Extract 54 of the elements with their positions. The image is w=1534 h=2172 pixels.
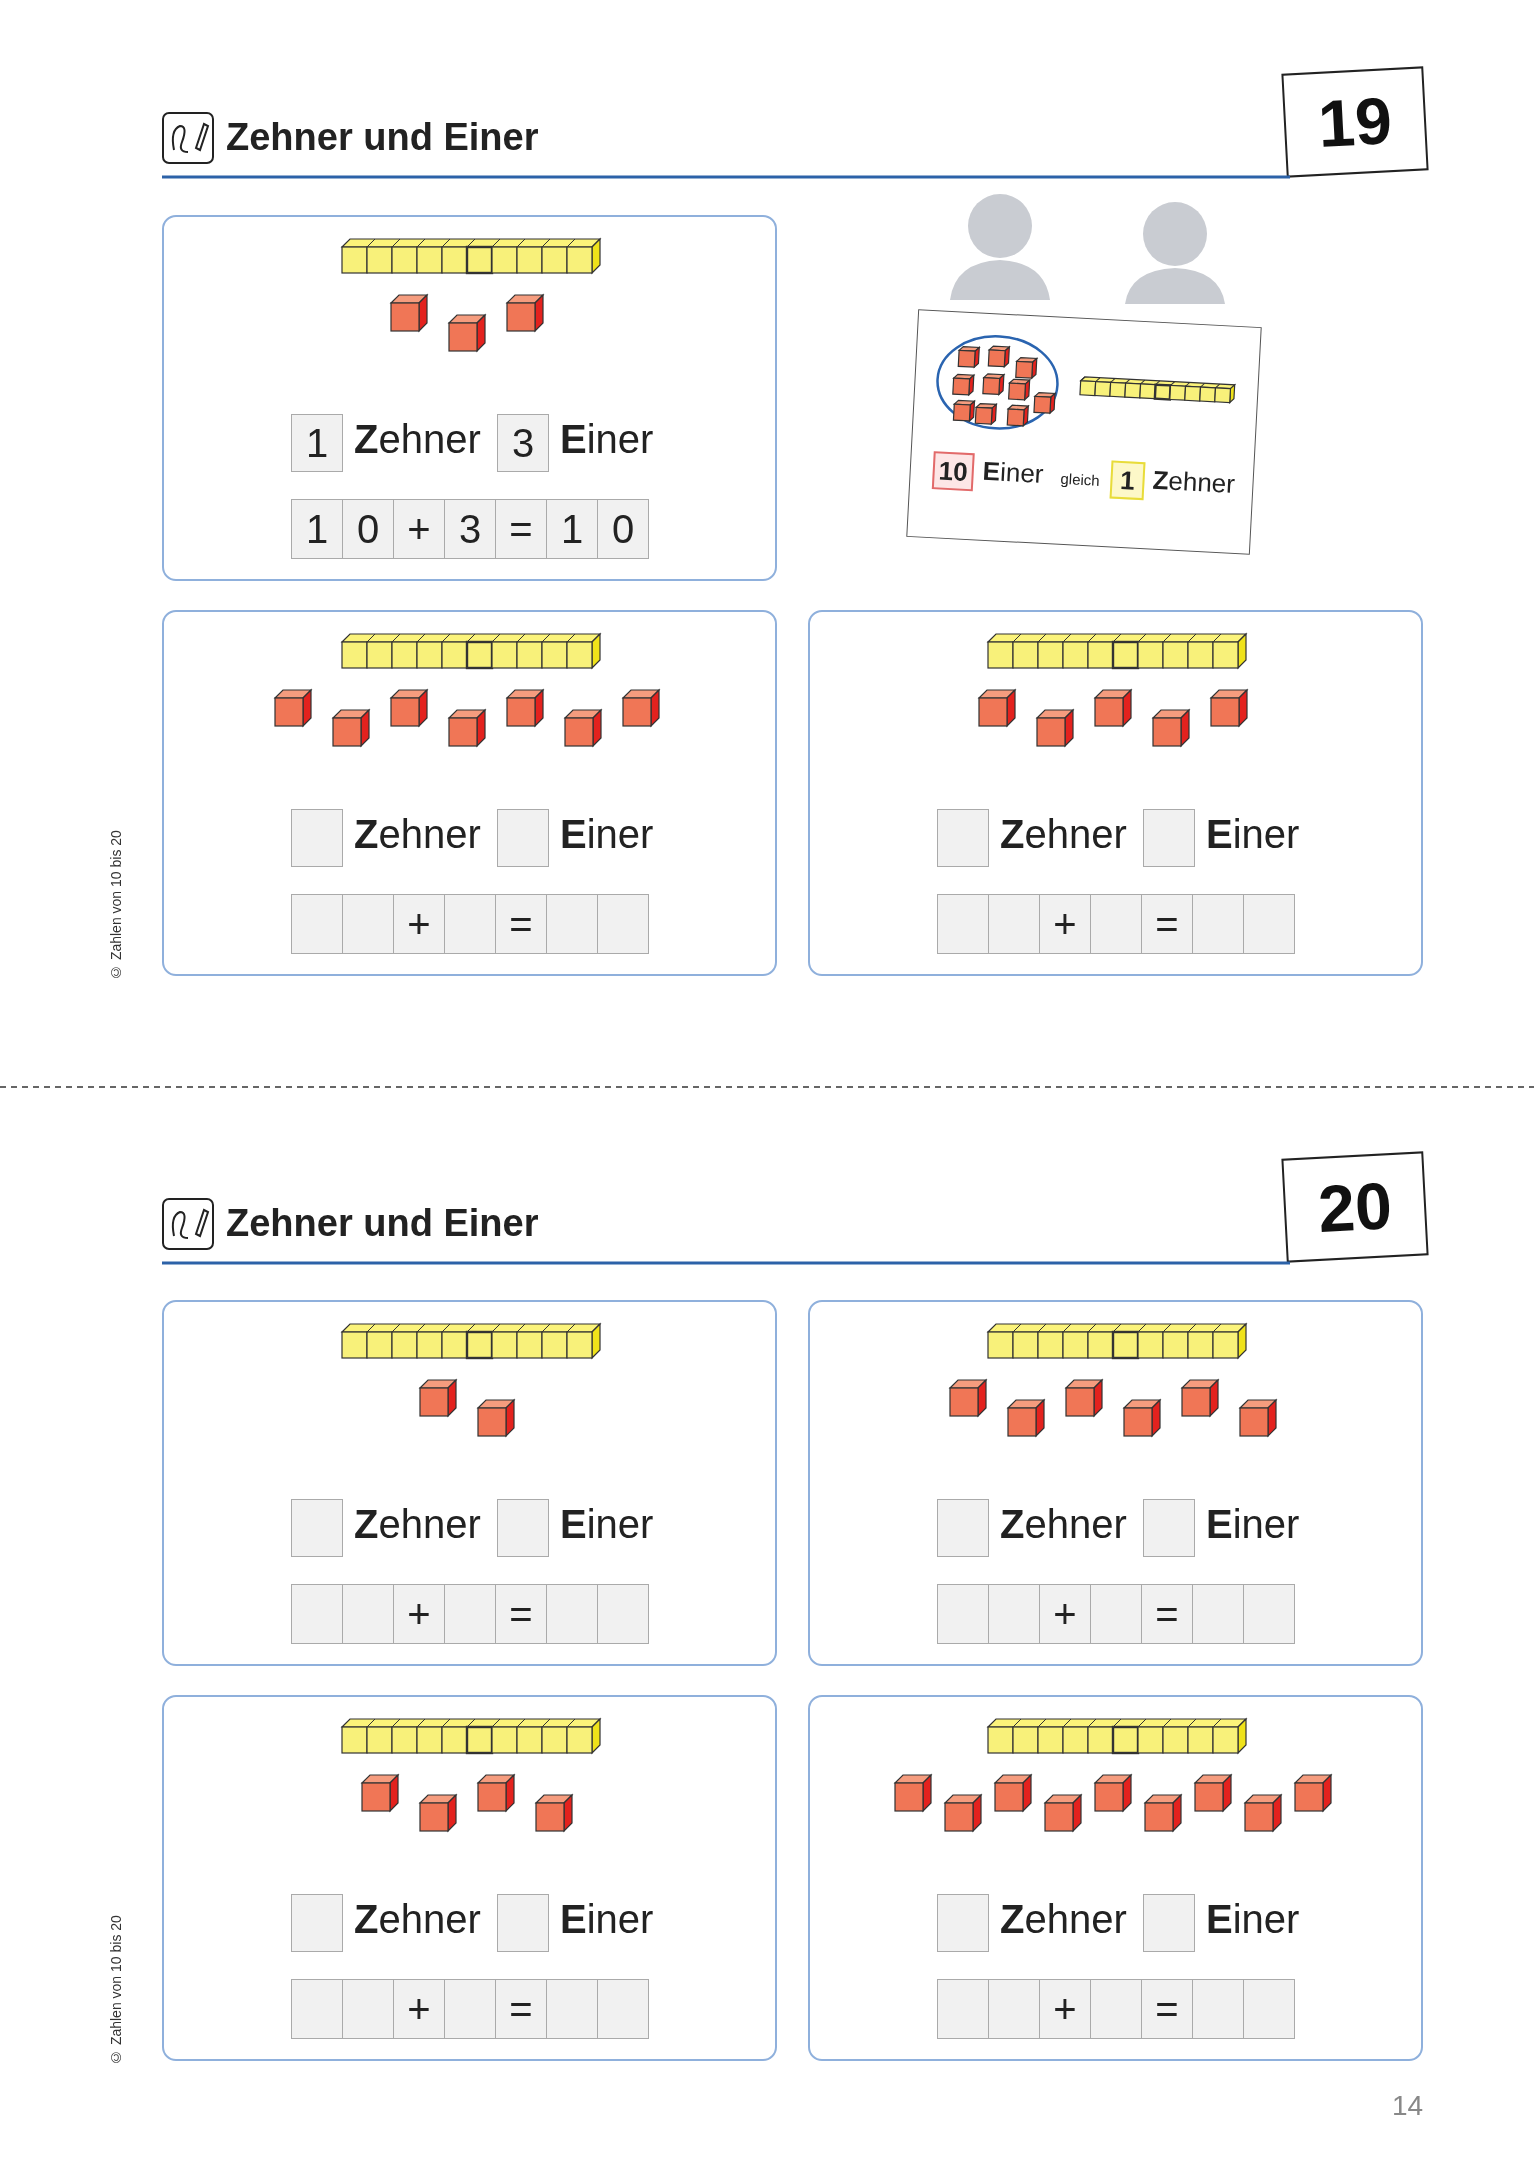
task-card xyxy=(162,610,777,976)
unit-word: Zehner xyxy=(354,1502,481,1547)
unit-word: Einer xyxy=(560,812,654,857)
task-card xyxy=(808,610,1423,976)
unit-word: Zehner xyxy=(1000,1502,1127,1547)
equation-cell: 1 xyxy=(546,499,598,559)
copyright-note: © Zahlen von 10 bis 20 xyxy=(108,1914,124,2065)
unit-word: Einer xyxy=(560,1502,654,1547)
number-box: 1 xyxy=(1109,460,1146,501)
equation-cell: = xyxy=(495,1584,547,1644)
equation-cell: + xyxy=(393,1979,445,2039)
task-card xyxy=(808,1300,1423,1666)
answer-box: 1 xyxy=(291,414,343,472)
equation-cell: + xyxy=(1039,894,1091,954)
equation-cell: + xyxy=(393,1584,445,1644)
page-number-box: 19 xyxy=(1281,66,1429,178)
connecting-word: gleich xyxy=(1060,469,1101,489)
unit-word: Zehner xyxy=(1000,812,1127,857)
unit-word: Einer xyxy=(560,417,654,462)
unit-word: Zehner xyxy=(1000,1897,1127,1942)
task-card xyxy=(162,1300,777,1666)
equation-cell: = xyxy=(1141,1979,1193,2039)
equation-cell: = xyxy=(495,894,547,954)
answer-box: 3 xyxy=(497,414,549,472)
equation-cell: 0 xyxy=(342,499,394,559)
page-number-box: 20 xyxy=(1281,1151,1429,1263)
unit-word: Zehner xyxy=(354,417,481,462)
unit-word: Einer xyxy=(1206,812,1300,857)
equation-cell: = xyxy=(1141,894,1193,954)
unit-word: Einer xyxy=(1206,1502,1300,1547)
equation-cell: + xyxy=(1039,1979,1091,2039)
copyright-note: © Zahlen von 10 bis 20 xyxy=(108,829,124,980)
unit-word: Einer xyxy=(1206,1897,1300,1942)
equation-cell: = xyxy=(495,499,547,559)
unit-word: Einer xyxy=(982,455,1045,490)
equation-cell: + xyxy=(393,499,445,559)
task-card xyxy=(162,215,777,581)
equation-cell: = xyxy=(495,1979,547,2039)
unit-word: Zehner xyxy=(1151,464,1236,500)
unit-word: Einer xyxy=(560,1897,654,1942)
equation-cell: + xyxy=(393,894,445,954)
equation-cell: 3 xyxy=(444,499,496,559)
equation-cell: + xyxy=(1039,1584,1091,1644)
section-heading: Zehner und Einer xyxy=(226,1202,539,1245)
task-card xyxy=(808,1695,1423,2061)
unit-word: Zehner xyxy=(354,1897,481,1942)
equation-cell: = xyxy=(1141,1584,1193,1644)
section-heading: Zehner und Einer xyxy=(226,116,539,159)
number-box: 10 xyxy=(931,451,975,492)
page-number: 14 xyxy=(1392,2090,1424,2122)
equation-cell: 0 xyxy=(597,499,649,559)
equation-cell: 1 xyxy=(291,499,343,559)
unit-word: Zehner xyxy=(354,812,481,857)
task-card xyxy=(162,1695,777,2061)
